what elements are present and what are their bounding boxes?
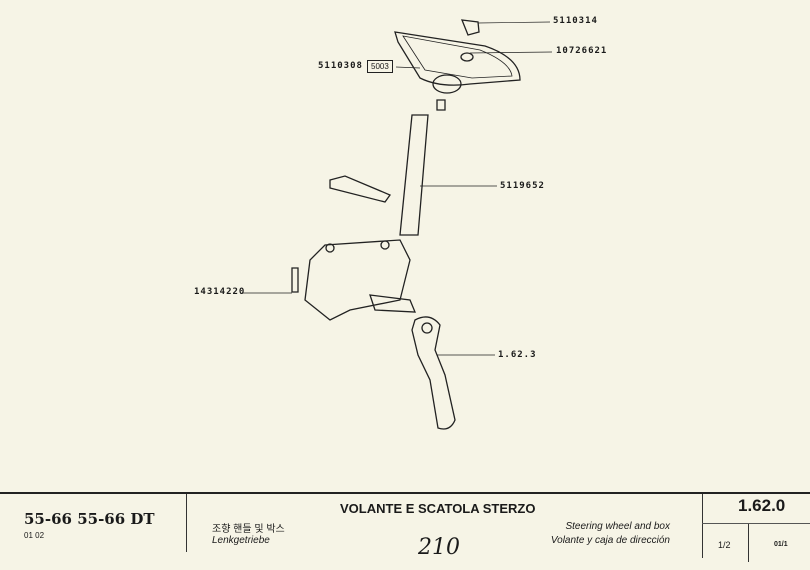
model-years: 01 02 <box>24 531 45 540</box>
callout-5119652: 5119652 <box>500 181 545 191</box>
footer-divider <box>702 494 703 558</box>
footer-divider <box>186 494 187 552</box>
callout-5110308: 5110308 <box>318 61 363 71</box>
callout-5110314: 5110314 <box>553 16 598 26</box>
section-code: 1.62.0 <box>738 496 786 515</box>
title-english: Steering wheel and box <box>565 521 670 532</box>
model-names: 55-66 55-66 DT <box>24 510 155 528</box>
page-title: VOLANTE E SCATOLA STERZO <box>340 501 536 516</box>
footer-divider <box>702 523 810 524</box>
footer-divider <box>748 524 749 562</box>
page-number: 1/2 <box>718 540 731 550</box>
callout-10726621: 10726621 <box>556 46 608 56</box>
footer-divider <box>0 492 810 494</box>
title-german: Lenkgetriebe <box>212 535 270 546</box>
callout-box-5003: 5003 <box>367 60 393 73</box>
title-korean: 조향 핸들 및 박스 <box>212 524 285 535</box>
sheet-number: 01/1 <box>774 541 788 548</box>
callout-14314220: 14314220 <box>194 287 246 297</box>
callout-1-62-3: 1.62.3 <box>498 350 537 360</box>
steering-assembly-drawing <box>242 19 553 430</box>
handwritten-page-number: 210 <box>418 535 460 560</box>
title-spanish: Volante y caja de dirección <box>550 535 670 546</box>
